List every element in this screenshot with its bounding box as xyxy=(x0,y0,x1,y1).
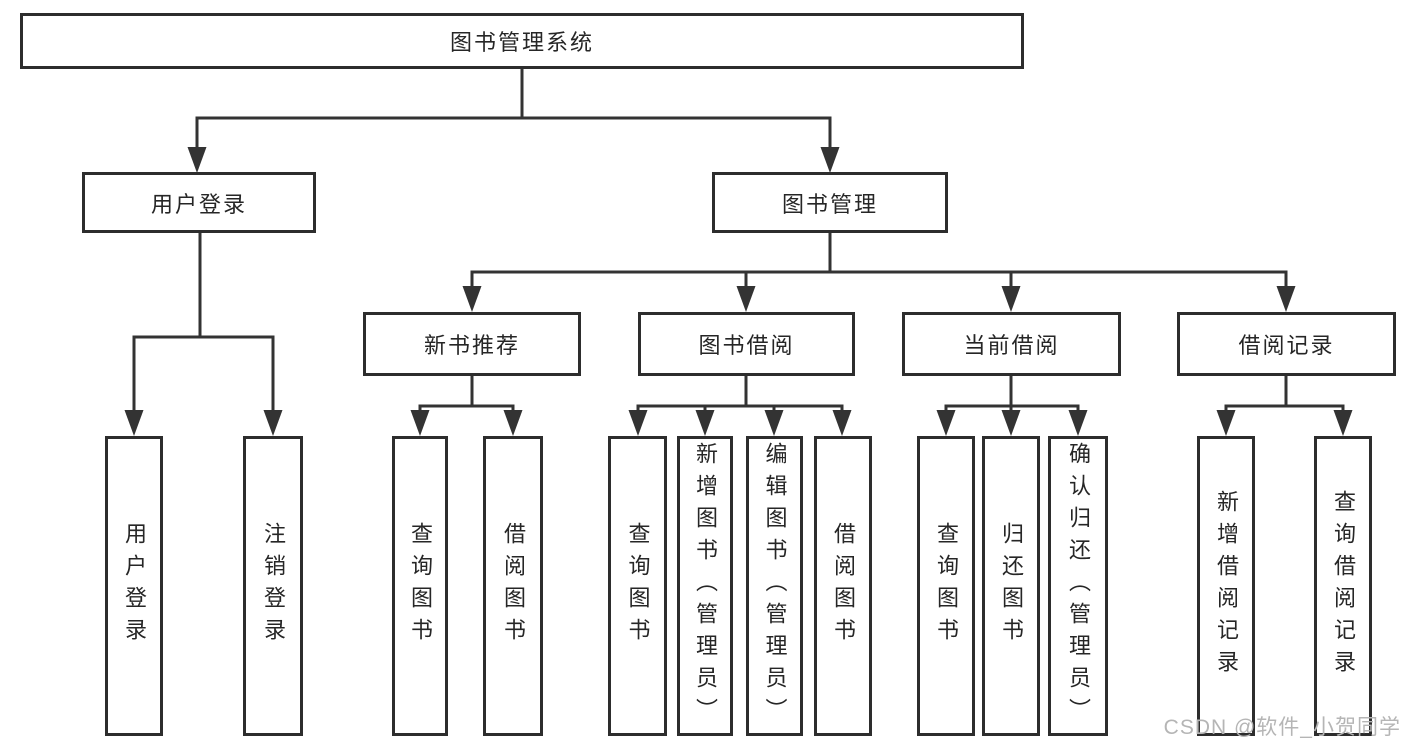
leaf-label: 借阅图书 xyxy=(501,522,526,650)
node-current-borrowing: 当前借阅 xyxy=(902,312,1121,376)
leaf-label: 查询借阅记录 xyxy=(1331,490,1356,682)
leaf-user-login: 用户登录 xyxy=(105,436,163,736)
leaf-label: 确认归还（管理员） xyxy=(1066,442,1091,730)
leaf-return-books: 归还图书 xyxy=(982,436,1040,736)
node-root: 图书管理系统 xyxy=(20,13,1024,69)
leaf-edit-books-admin: 编辑图书（管理员） xyxy=(746,436,803,736)
leaf-query-books-current: 查询图书 xyxy=(917,436,975,736)
node-book-management-label: 图书管理 xyxy=(781,191,878,217)
node-borrowing-records-label: 借阅记录 xyxy=(1238,333,1335,358)
csdn-watermark: CSDN @软件_小贺同学 xyxy=(1163,716,1401,739)
node-user-login-label: 用户登录 xyxy=(150,191,247,217)
leaf-label: 查询图书 xyxy=(625,522,651,650)
node-book-borrowing-label: 图书借阅 xyxy=(698,333,795,358)
node-new-book-recommend: 新书推荐 xyxy=(363,312,581,376)
leaf-add-books-admin: 新增图书（管理员） xyxy=(677,436,733,736)
leaf-label: 归还图书 xyxy=(999,522,1024,650)
leaf-borrow-books: 借阅图书 xyxy=(814,436,872,736)
leaf-logout: 注销登录 xyxy=(243,436,303,736)
leaf-query-books-recommend: 查询图书 xyxy=(392,436,448,736)
leaf-label: 用户登录 xyxy=(122,522,147,650)
leaf-label: 新增图书（管理员） xyxy=(693,442,718,730)
node-book-borrowing: 图书借阅 xyxy=(638,312,855,376)
leaf-label: 注销登录 xyxy=(261,522,286,650)
leaf-query-borrow-record: 查询借阅记录 xyxy=(1314,436,1372,736)
leaf-label: 查询图书 xyxy=(934,522,959,650)
node-root-label: 图书管理系统 xyxy=(449,30,594,55)
leaf-borrow-books-recommend: 借阅图书 xyxy=(483,436,543,736)
node-current-borrowing-label: 当前借阅 xyxy=(963,333,1060,358)
node-new-book-recommend-label: 新书推荐 xyxy=(423,333,520,358)
leaf-label: 借阅图书 xyxy=(831,522,856,650)
leaf-confirm-return-admin: 确认归还（管理员） xyxy=(1048,436,1108,736)
node-borrowing-records: 借阅记录 xyxy=(1177,312,1396,376)
leaf-label: 查询图书 xyxy=(408,522,433,650)
leaf-query-books-borrowing: 查询图书 xyxy=(608,436,667,736)
node-book-management: 图书管理 xyxy=(712,172,948,233)
leaf-label: 新增借阅记录 xyxy=(1214,490,1239,682)
leaf-add-borrow-record: 新增借阅记录 xyxy=(1197,436,1255,736)
arrow-heads xyxy=(124,147,1353,436)
leaf-label: 编辑图书（管理员） xyxy=(762,442,788,730)
node-user-login: 用户登录 xyxy=(82,172,316,233)
